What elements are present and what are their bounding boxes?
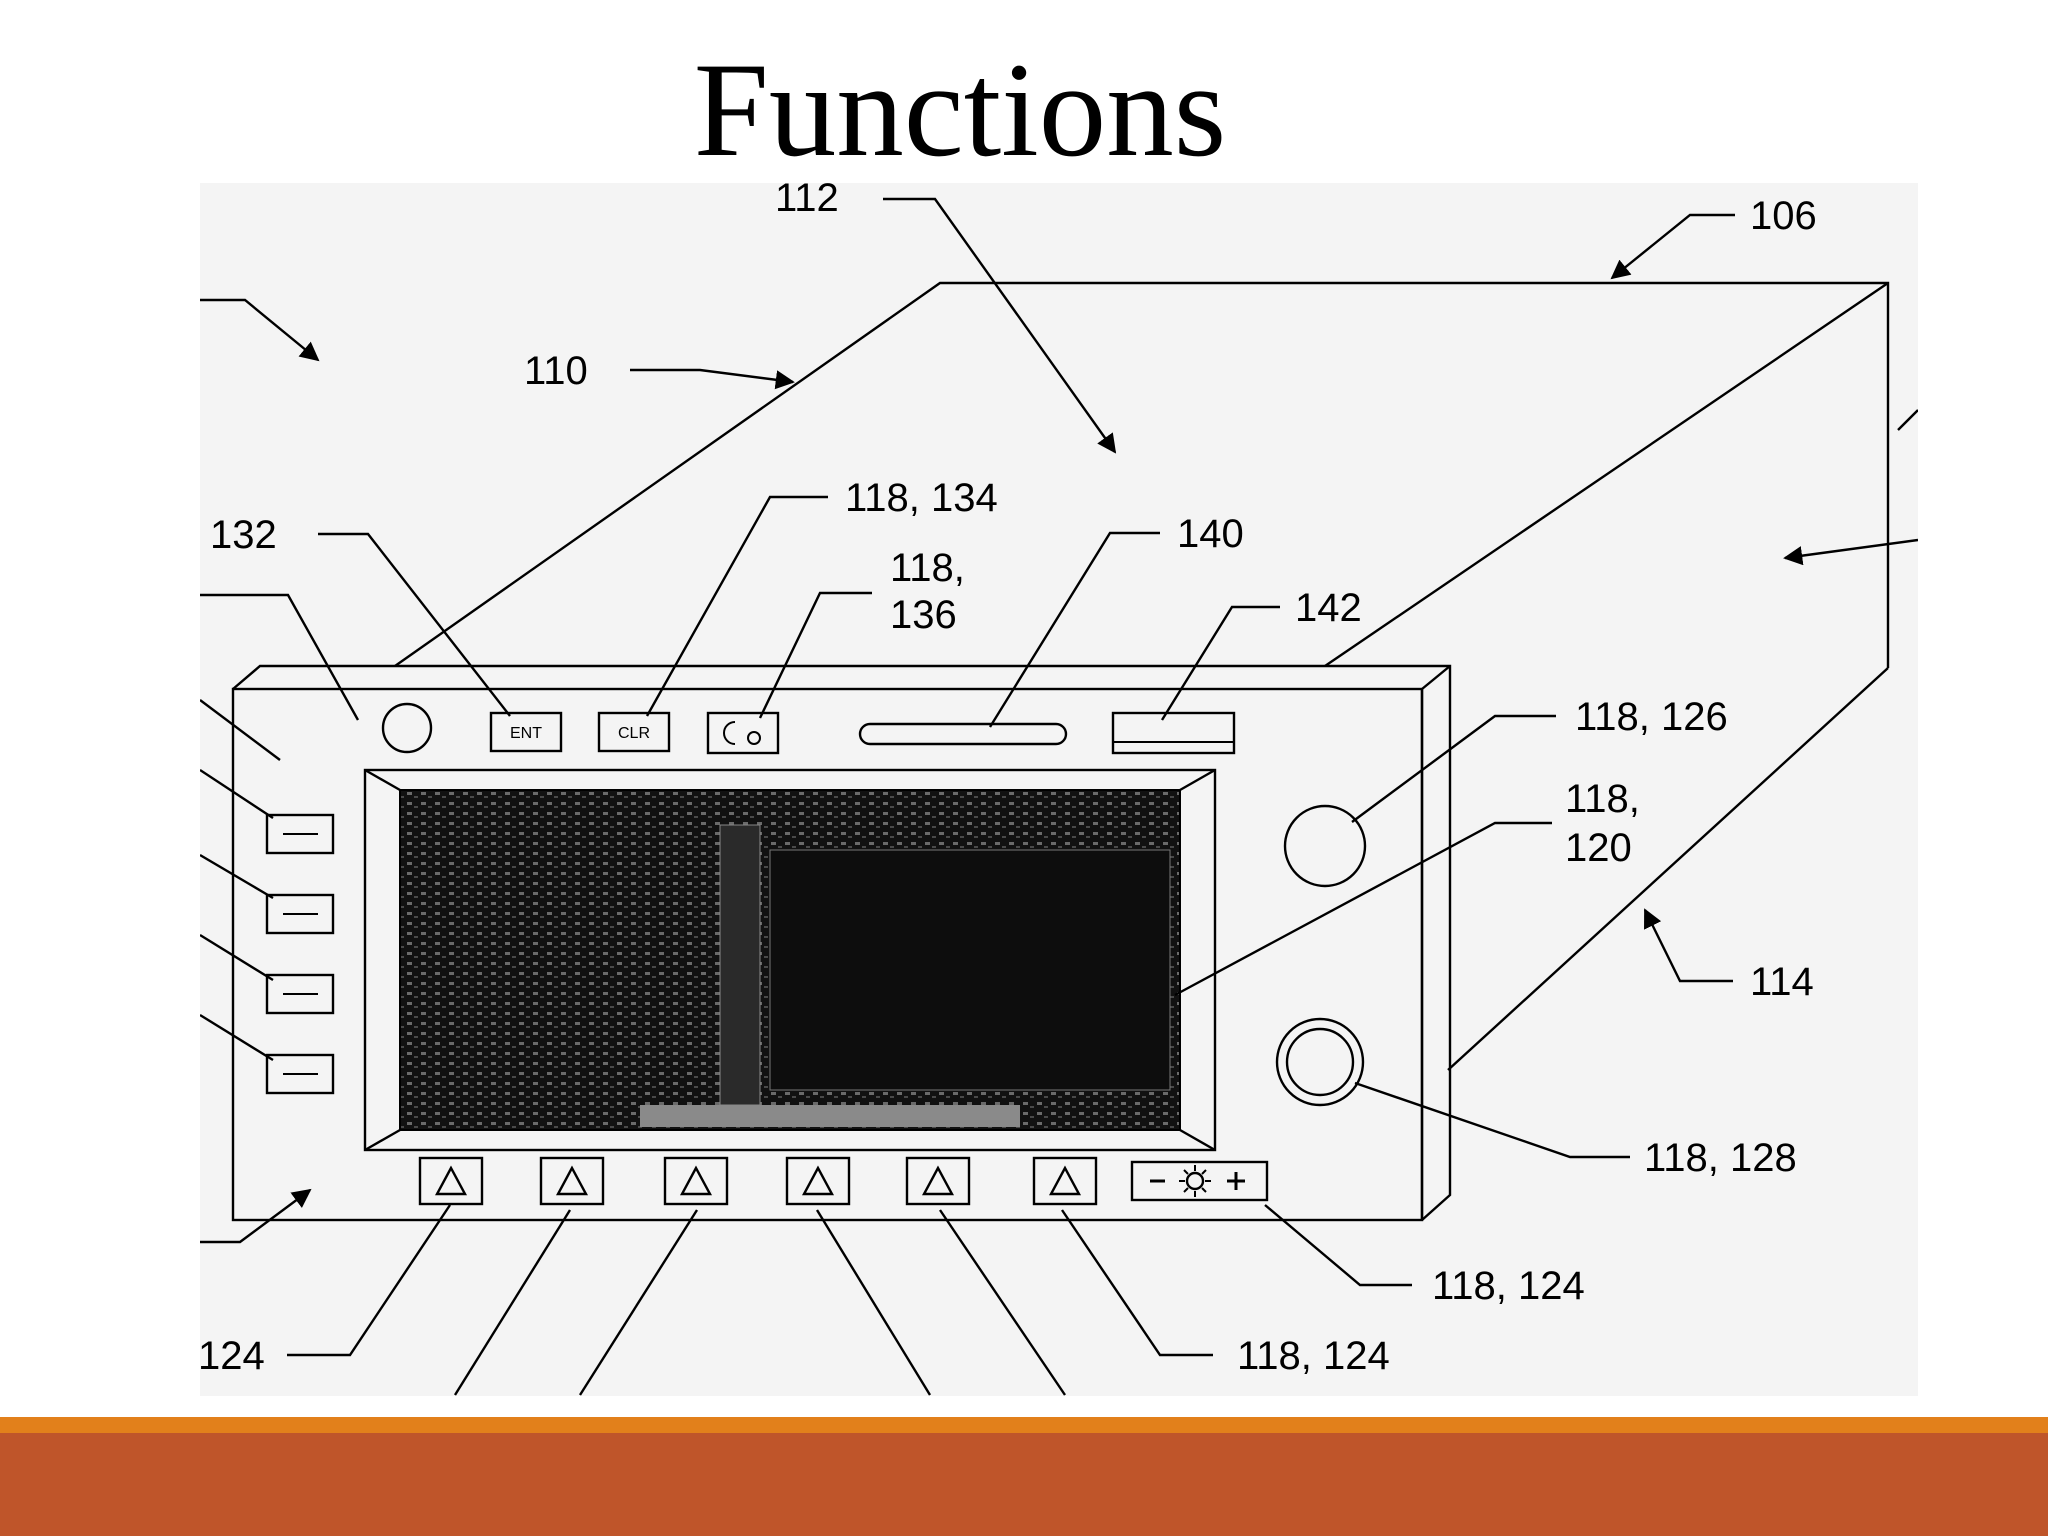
radio-device-diagram: ENT CLR: [200, 183, 1918, 1396]
left-soft-key[interactable]: [265, 973, 335, 1015]
label-132: 132: [210, 513, 277, 557]
display-screen: [363, 768, 1217, 1152]
label-142: 142: [1295, 586, 1362, 630]
clr-button[interactable]: CLR: [597, 711, 671, 753]
label-118-124-bottom: 118, 124: [1237, 1334, 1390, 1378]
ent-button-label: ENT: [510, 725, 542, 742]
softkey-triangle-icon[interactable]: [418, 1156, 484, 1206]
brightness-control-icon[interactable]: [1130, 1160, 1269, 1202]
label-106: 106: [1750, 194, 1817, 238]
brightness-mode-icon[interactable]: [706, 711, 780, 755]
clr-button-label: CLR: [618, 725, 650, 742]
softkey-triangle-icon[interactable]: [1032, 1156, 1098, 1206]
softkey-triangle-icon[interactable]: [785, 1156, 851, 1206]
left-soft-key[interactable]: [265, 893, 335, 935]
bottom-soft-keys: [418, 1156, 1098, 1206]
label-118-126: 118, 126: [1575, 695, 1728, 739]
softkey-triangle-icon[interactable]: [905, 1156, 971, 1206]
label-118-120-b: 120: [1565, 826, 1632, 870]
power-knob[interactable]: [381, 702, 433, 754]
footer-accent-stripe: [0, 1417, 2048, 1433]
slide-title: Functions: [693, 36, 1227, 185]
label-110: 110: [524, 349, 588, 393]
left-soft-key[interactable]: [265, 813, 335, 855]
softkey-triangle-icon[interactable]: [539, 1156, 605, 1206]
label-112: 112: [775, 183, 839, 220]
label-118-136-a: 118,: [890, 546, 965, 590]
label-118-124-right: 118, 124: [1432, 1264, 1585, 1308]
label-140: 140: [1177, 512, 1244, 556]
footer-bar: [0, 1433, 2048, 1536]
label-118-136-b: 136: [890, 593, 957, 637]
display-indicator: [1111, 711, 1236, 755]
label-118-120-a: 118,: [1565, 777, 1640, 821]
left-soft-key[interactable]: [265, 1053, 335, 1095]
card-slot: [858, 722, 1068, 746]
leader-lines: [200, 197, 1918, 1396]
tuning-knob[interactable]: [1283, 804, 1367, 888]
volume-knob[interactable]: [1275, 1017, 1365, 1107]
patent-figure-panel: ENT CLR: [200, 183, 1918, 1396]
softkey-triangle-icon[interactable]: [663, 1156, 729, 1206]
label-124-left: 124: [200, 1334, 265, 1378]
label-118-128: 118, 128: [1644, 1136, 1797, 1180]
left-soft-keys: [265, 813, 335, 1095]
label-114: 114: [1750, 960, 1814, 1004]
label-118-134: 118, 134: [845, 476, 998, 520]
ent-button[interactable]: ENT: [489, 711, 563, 753]
